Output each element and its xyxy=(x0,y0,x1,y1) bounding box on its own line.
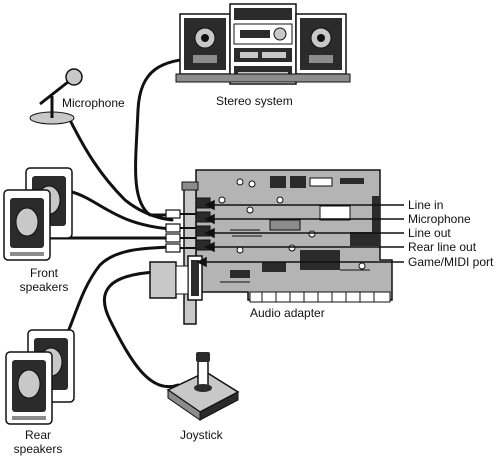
stereo-system-label: Stereo system xyxy=(216,94,293,108)
audio-adapter-card xyxy=(181,169,393,325)
front-speakers-label-line1: Front xyxy=(29,266,58,280)
front-speaker-cable-1 xyxy=(70,190,174,231)
port-label-microphone: Microphone xyxy=(408,212,471,226)
front-speakers-label: Front speakers xyxy=(14,266,74,294)
port-label-game-midi: Game/MIDI port xyxy=(408,255,494,269)
rear-speakers xyxy=(5,329,75,425)
port-callouts xyxy=(196,199,404,268)
port-label-line-in: Line in xyxy=(408,198,444,212)
audio-adapter-label: Audio adapter xyxy=(250,306,325,320)
microphone-label: Microphone xyxy=(62,96,125,110)
microphone-cable xyxy=(68,118,174,222)
rear-speakers-label: Rear speakers xyxy=(8,428,68,456)
rear-speaker-cable xyxy=(58,245,174,352)
joystick-device xyxy=(166,352,240,421)
front-speakers-label-line2: speakers xyxy=(19,280,69,294)
rear-speakers-label-line1: Rear xyxy=(24,428,51,442)
port-label-rear-line-out: Rear line out xyxy=(408,240,477,254)
joystick-connector xyxy=(149,261,189,299)
stereo-cable xyxy=(134,56,202,217)
rear-speakers-label-line2: speakers xyxy=(13,442,63,456)
front-speakers xyxy=(3,167,73,261)
joystick-label: Joystick xyxy=(180,428,223,442)
joystick-cable xyxy=(103,270,180,389)
audio-plugs xyxy=(165,209,196,253)
stereo-system xyxy=(175,3,351,85)
port-label-line-out: Line out xyxy=(408,226,451,240)
microphone-device xyxy=(29,68,83,125)
